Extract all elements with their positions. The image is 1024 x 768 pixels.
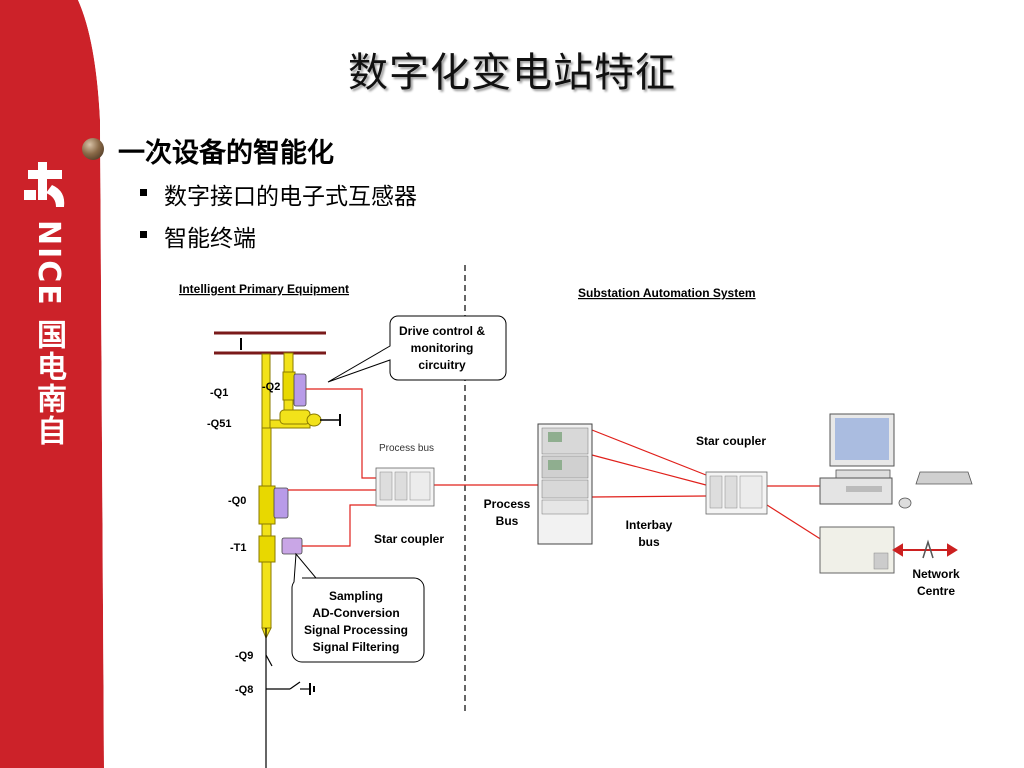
callout-bottom-line: Signal Processing <box>304 623 408 637</box>
communication-converter-icon <box>819 526 895 574</box>
label-q2: -Q2 <box>262 381 280 393</box>
brand-sidebar <box>0 0 120 768</box>
label-q8: -Q8 <box>235 684 253 696</box>
primary-equipment <box>258 352 322 640</box>
label-q1: -Q1 <box>210 387 228 399</box>
label-star-coupler-left: Star coupler <box>374 532 444 546</box>
slide-title: 数字化变电站特征 <box>348 50 676 96</box>
label-network-centre: Centre <box>917 584 955 598</box>
label-interbay-bus: bus <box>638 535 660 549</box>
star-coupler-right <box>705 471 768 515</box>
bullet-square-icon <box>140 231 147 238</box>
brand-logo-text: NICE 国电南自 <box>31 220 66 448</box>
bay-cabinet <box>537 423 593 545</box>
label-process-bus: Process <box>484 497 531 511</box>
callout-top-line: monitoring <box>411 341 474 355</box>
label-process-bus-small: Process bus <box>379 443 434 454</box>
right-header: Substation Automation System <box>578 286 756 300</box>
callout-top <box>327 315 507 383</box>
callout-bottom-line: Signal Filtering <box>313 640 400 654</box>
callout-bottom <box>291 552 425 663</box>
left-header: Intelligent Primary Equipment <box>179 282 349 296</box>
workstation-icon <box>819 413 973 509</box>
bullet-square-icon <box>140 189 147 196</box>
label-q9: -Q9 <box>235 650 253 662</box>
network-links <box>288 388 823 547</box>
bullet-item: 数字接口的电子式互感器 <box>164 184 417 210</box>
label-t1: -T1 <box>230 542 247 554</box>
callout-bottom-line: AD-Conversion <box>312 606 399 620</box>
network-arrow-icon <box>892 539 958 559</box>
callout-top-line: Drive control & <box>399 324 485 338</box>
label-star-coupler-right: Star coupler <box>696 434 766 448</box>
callout-bottom-line: Sampling <box>329 589 383 603</box>
nice-logo-icon <box>24 162 65 207</box>
label-q0: -Q0 <box>228 495 246 507</box>
label-network-centre: Network <box>912 567 960 581</box>
label-q51: -Q51 <box>207 418 231 430</box>
star-coupler-left <box>375 467 435 507</box>
label-process-bus: Bus <box>496 514 519 528</box>
slide-heading: 一次设备的智能化 <box>118 138 334 169</box>
intelligent-device-icons <box>273 373 307 555</box>
callout-top-line: circuitry <box>418 358 466 372</box>
bullet-item: 智能终端 <box>164 226 256 252</box>
label-interbay-bus: Interbay <box>626 518 673 532</box>
bullet-ball-icon <box>82 138 104 160</box>
